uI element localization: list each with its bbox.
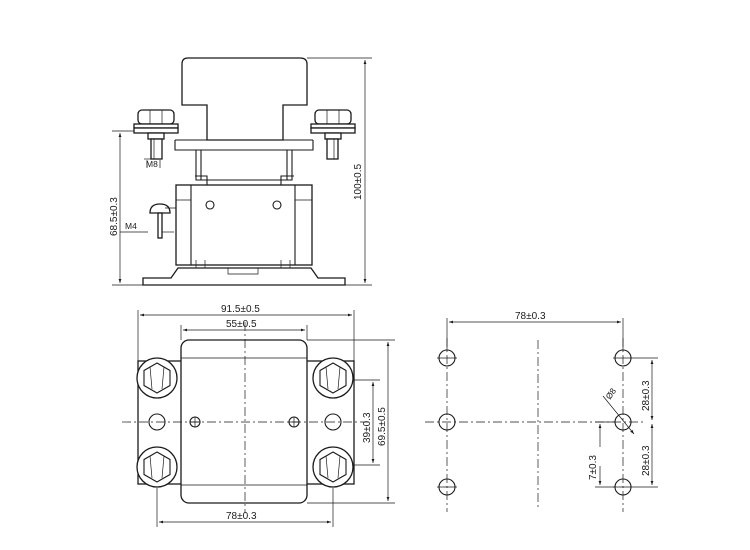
- top-terminal-bottom-left: [136, 446, 178, 488]
- top-small-screw-left: [189, 416, 201, 428]
- side-screw-hole-right: [272, 200, 282, 210]
- top-small-screw-right: [288, 416, 300, 428]
- top-terminal-bottom-right: [312, 446, 354, 488]
- dim-hole-width: 78±0.3: [515, 311, 546, 322]
- dim-hole-spacing-lower: 28±0.3: [641, 445, 652, 476]
- dim-width-inner: 55±0.5: [226, 319, 257, 330]
- top-mount-hole-left: [148, 413, 166, 431]
- dim-width-bottom: 78±0.3: [226, 511, 257, 522]
- side-lower-body: [175, 184, 313, 266]
- dim-height-base: 68.5±0.3: [109, 197, 120, 236]
- label-m8: M8: [146, 159, 158, 169]
- label-m4: M4: [125, 221, 137, 231]
- side-bracket: [142, 267, 346, 286]
- top-view: 91.5±0.5 55±0.5 78±0.3 69.5±0.5 39±0.3: [122, 304, 395, 527]
- dim-height-inner: 39±0.3: [362, 412, 373, 443]
- dim-height-total: 100±0.5: [353, 163, 364, 200]
- hole-right-bottom: [613, 478, 658, 496]
- side-view: M8 M4 100±0.5 68.5±0.3: [109, 57, 372, 286]
- top-cover: [180, 339, 308, 504]
- hole-pattern-view: 78±0.3 28±0.3 28±0.3 Ø8 7±0.3: [425, 311, 658, 512]
- dim-hole-offset: 7±0.3: [588, 455, 599, 480]
- side-screw-hole-left: [205, 200, 215, 210]
- side-m4-screw: [149, 203, 177, 240]
- top-terminal-top-right: [312, 357, 354, 399]
- hole-left-middle: [438, 413, 456, 431]
- top-terminal-top-left: [136, 357, 178, 399]
- side-terminal-left: [133, 109, 179, 160]
- dim-height-outer: 69.5±0.5: [377, 407, 388, 446]
- dim-width-total: 91.5±0.5: [221, 304, 260, 315]
- top-mount-hole-right: [324, 413, 342, 431]
- dim-hole-spacing-upper: 28±0.3: [641, 380, 652, 411]
- hole-left-bottom: [437, 478, 457, 496]
- side-terminal-right: [310, 109, 356, 160]
- hole-right-top: [613, 349, 658, 367]
